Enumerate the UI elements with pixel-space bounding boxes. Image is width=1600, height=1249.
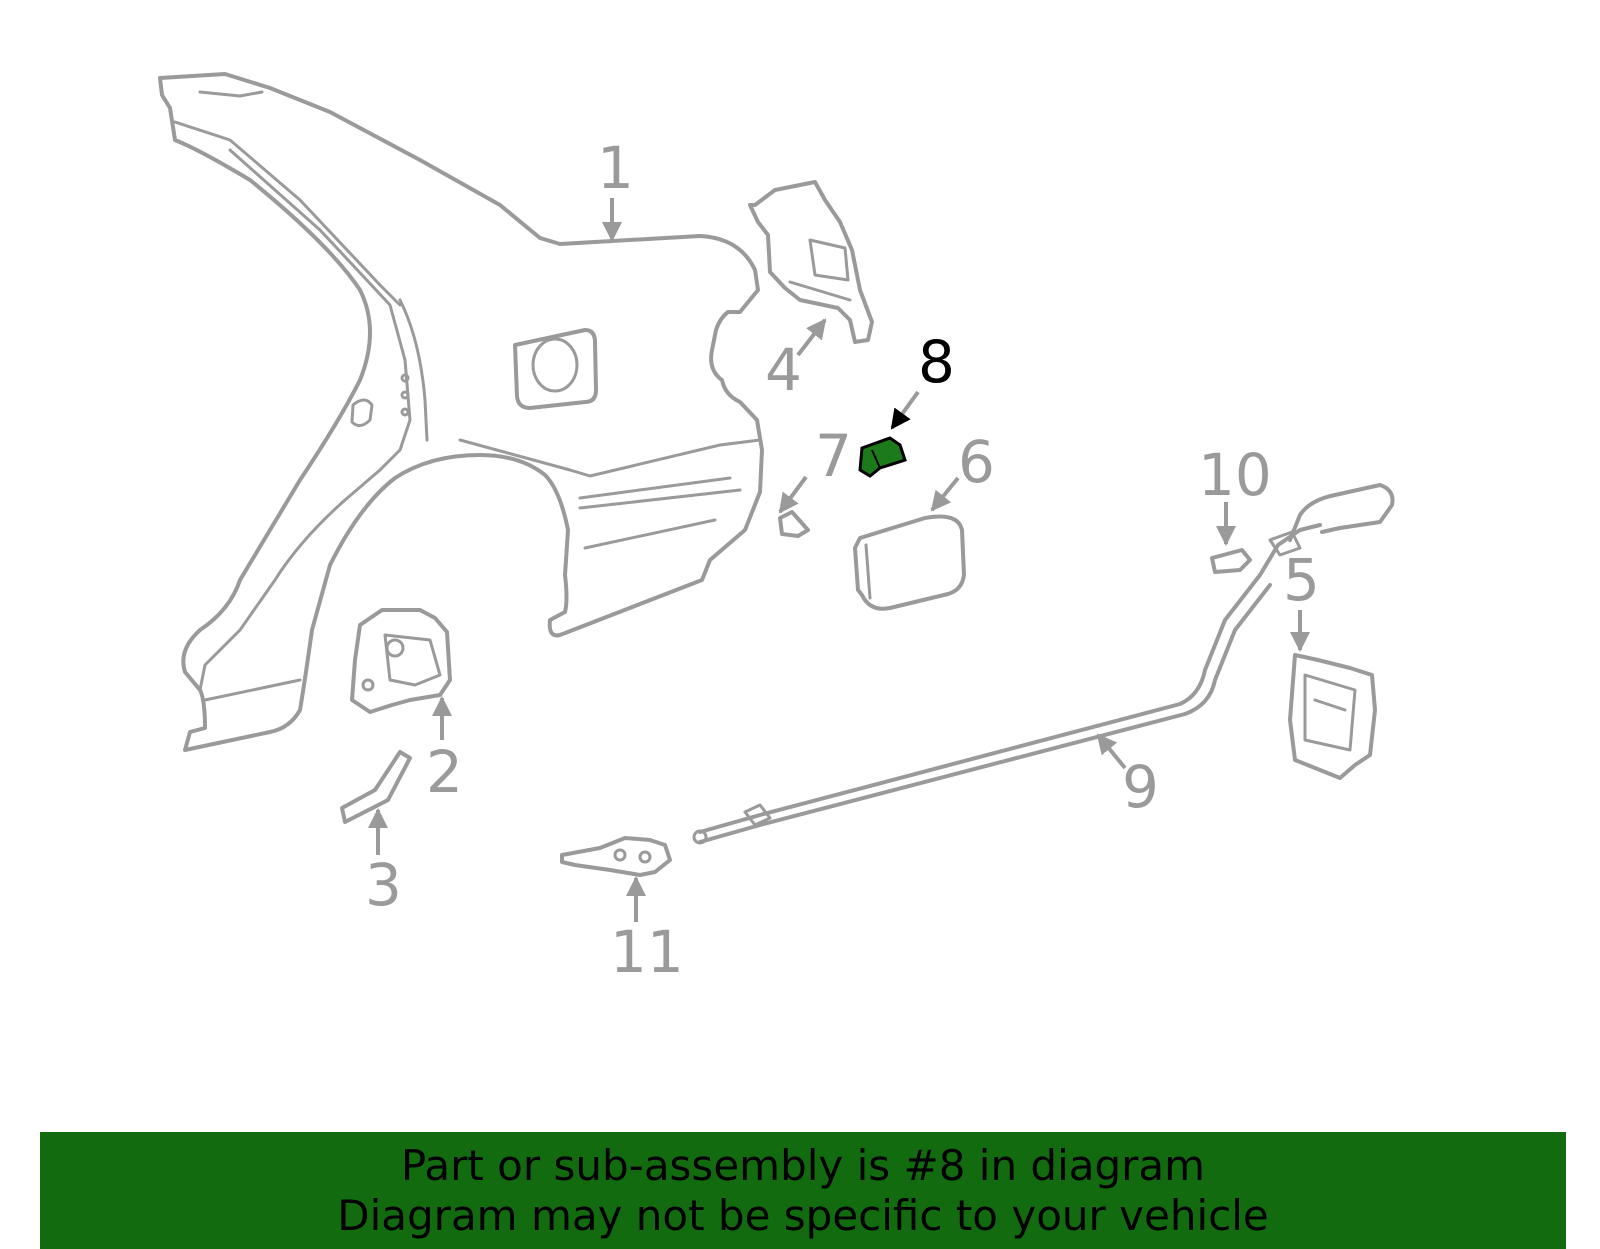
callout-5: 5	[1283, 546, 1320, 614]
callout-1: 1	[597, 134, 634, 202]
part-2-bracket	[350, 608, 452, 714]
banner-line-1: Part or sub-assembly is #8 in diagram	[400, 1140, 1206, 1190]
callout-6: 6	[958, 428, 995, 496]
leader-lines	[368, 198, 1310, 922]
part-11-latch	[560, 836, 672, 877]
callout-2: 2	[426, 738, 463, 806]
callout-10: 10	[1198, 441, 1272, 509]
leader-6	[930, 476, 960, 512]
part-3-strip	[340, 750, 412, 824]
part-7-clip	[778, 510, 810, 538]
callout-8: 8	[918, 328, 955, 396]
leader-8	[890, 390, 920, 430]
callout-labels: 1 2 3 4 5 6 7 8 9 10 11	[365, 134, 1320, 986]
part-4-bracket	[748, 180, 874, 344]
part-5-housing	[1288, 653, 1377, 780]
callout-4: 4	[765, 336, 802, 404]
leader-4	[796, 318, 827, 357]
part-8-hinge-highlighted	[858, 436, 907, 478]
part-10-grommet	[1210, 548, 1252, 574]
leader-7	[778, 475, 808, 514]
callout-7: 7	[815, 422, 852, 490]
callout-3: 3	[365, 851, 402, 919]
banner-line-2: Diagram may not be specific to your vehi…	[337, 1190, 1269, 1240]
info-banner: Part or sub-assembly is #8 in diagram Di…	[40, 1132, 1566, 1249]
callout-11: 11	[610, 918, 684, 986]
part-6-fuel-door	[853, 514, 966, 611]
callout-9: 9	[1122, 753, 1159, 821]
part-1-quarter-panel	[158, 72, 764, 752]
part-9-cable	[692, 483, 1395, 845]
leader-9	[1096, 733, 1127, 770]
